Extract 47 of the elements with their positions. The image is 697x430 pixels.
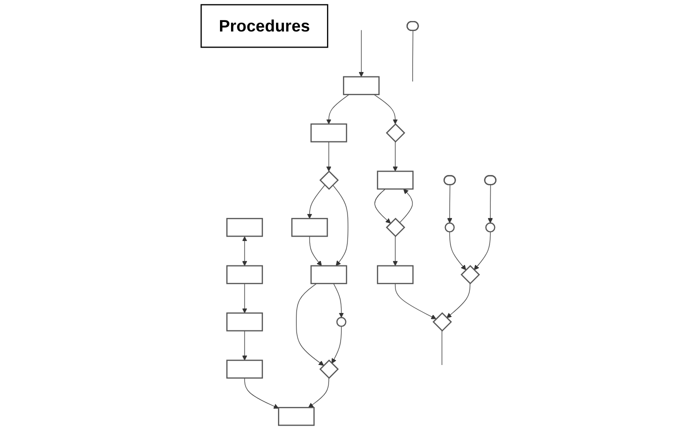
arrow: [307, 184, 326, 219]
arrow: [308, 378, 330, 408]
arrow: [332, 184, 348, 266]
arrow: [446, 283, 470, 318]
node-box: [376, 265, 414, 284]
node-diamond: [432, 312, 452, 332]
connector: [412, 30, 414, 82]
arrow: [374, 188, 391, 224]
arrow: [244, 378, 279, 409]
arrow: [358, 30, 364, 78]
node-diamond: [319, 359, 339, 379]
arrow: [449, 232, 466, 270]
node-box: [226, 218, 263, 237]
node-box: [376, 170, 414, 190]
arrow: [242, 330, 248, 361]
node-box: [291, 218, 328, 237]
arrow: [296, 283, 324, 366]
arrow: [242, 283, 248, 314]
node-box: [310, 265, 348, 284]
arrow: [488, 184, 493, 224]
arrow: [392, 141, 398, 172]
node-diamond: [386, 218, 406, 238]
node-circle: [336, 316, 346, 327]
node-circle: [444, 222, 455, 232]
node-box: [342, 76, 380, 96]
arrow: [447, 184, 452, 224]
arrow: [326, 94, 350, 124]
arrow: [399, 188, 413, 224]
node-box: [226, 265, 263, 284]
node-diamond: [319, 170, 339, 190]
node-box: [226, 360, 263, 379]
node-box: [278, 406, 315, 426]
arrow: [332, 326, 342, 364]
arrow: [392, 236, 398, 266]
arrow: [474, 232, 491, 270]
node-box: [226, 312, 263, 332]
arrow: [374, 94, 398, 124]
node-circle: [485, 222, 496, 232]
node-diamond: [460, 264, 480, 284]
arrow: [333, 283, 344, 318]
node-box: Procedures: [200, 4, 328, 48]
arrow: [326, 141, 332, 172]
node-diamond: [386, 123, 406, 143]
node-box: [310, 123, 348, 142]
arrow: [394, 283, 436, 320]
arrow: [242, 236, 248, 266]
arrow: [309, 236, 322, 266]
